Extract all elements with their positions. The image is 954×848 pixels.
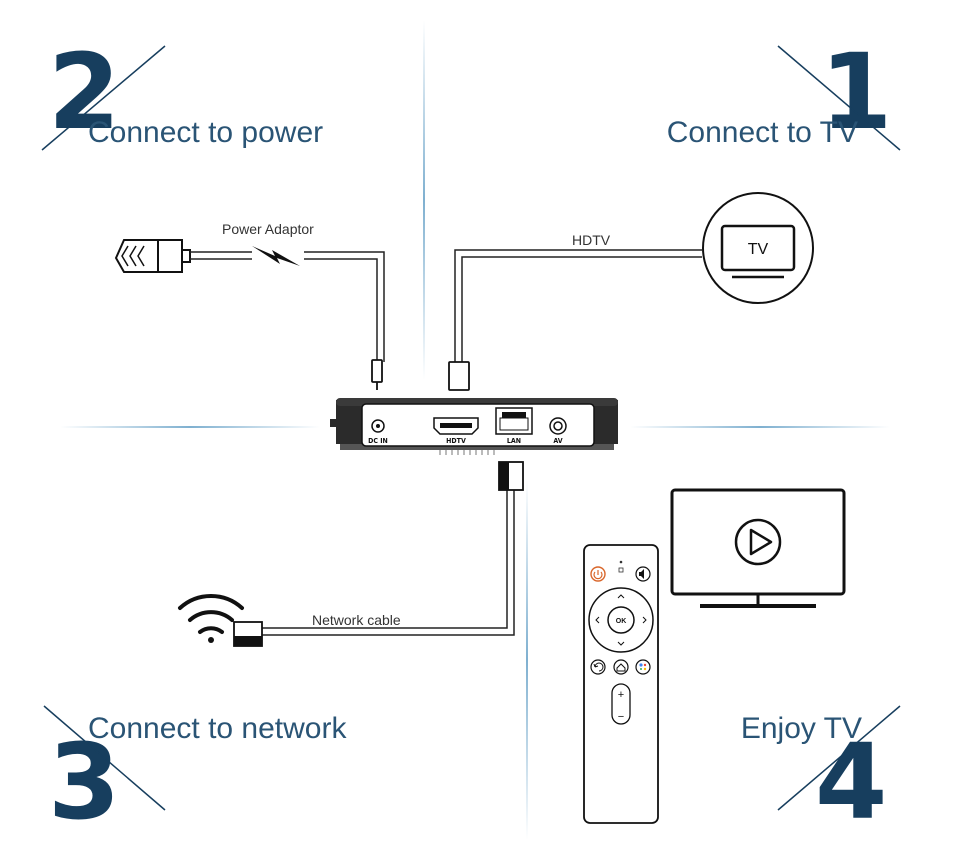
- port-label-hdtv: HDTV: [446, 437, 466, 445]
- port-label-lan: LAN: [507, 437, 521, 445]
- step-3-slash: [43, 705, 166, 811]
- ok-label: OK: [616, 618, 627, 625]
- hdmi-plug-icon: [448, 361, 470, 391]
- divider-bottom: [526, 480, 528, 840]
- port-label-av: AV: [553, 437, 562, 445]
- step-1-slash: [777, 45, 901, 151]
- lightning-icon: [252, 246, 300, 266]
- dc-plug-icon: [371, 359, 383, 390]
- power-adaptor-label: Power Adaptor: [222, 221, 314, 237]
- divider-top: [423, 20, 425, 380]
- divider-left: [60, 426, 320, 428]
- mic-indicator: [619, 560, 623, 564]
- tv-icon: TV: [702, 192, 814, 304]
- step-2: 2 Connect to power: [41, 31, 323, 153]
- rj45-plug-left-icon: [233, 621, 263, 647]
- volume-minus-label: −: [618, 711, 624, 723]
- hdmi-cable: [454, 249, 702, 362]
- step-4: 4 Enjoy TV: [741, 705, 901, 843]
- port-label-dcin: DC IN: [368, 437, 388, 445]
- step-3-title: Connect to network: [88, 712, 347, 745]
- rj45-plug-top-icon: [498, 461, 524, 491]
- step-2-title: Connect to power: [88, 116, 323, 149]
- vents: [439, 450, 495, 455]
- tv-box-device: DC IN HDTV LAN AV: [330, 398, 618, 455]
- remote-control: OK + −: [583, 544, 659, 824]
- step-1-title: Connect to TV: [667, 116, 858, 149]
- tv-icon-label: TV: [748, 241, 769, 258]
- volume-rocker: [611, 683, 631, 725]
- ok-button: [607, 606, 635, 634]
- step-2-slash: [41, 45, 166, 151]
- step-2-number: 2: [48, 31, 120, 153]
- home-button: [613, 659, 629, 675]
- hdmi-label: HDTV: [572, 232, 611, 248]
- step-4-title: Enjoy TV: [741, 712, 862, 745]
- network-cable: [262, 490, 515, 636]
- power-plug-icon: [114, 239, 191, 273]
- monitor-play-icon: [670, 488, 846, 608]
- step-1: 1 Connect to TV: [667, 31, 901, 153]
- assistant-button: [635, 659, 651, 675]
- power-cable: [190, 251, 385, 362]
- step-4-slash: [777, 705, 901, 811]
- network-cable-label: Network cable: [312, 612, 401, 628]
- divider-right: [630, 426, 890, 428]
- step-3: 3 Connect to network: [43, 705, 347, 843]
- step-4-number: 4: [815, 721, 887, 843]
- volume-plus-label: +: [618, 689, 624, 701]
- wifi-icon: [178, 594, 244, 643]
